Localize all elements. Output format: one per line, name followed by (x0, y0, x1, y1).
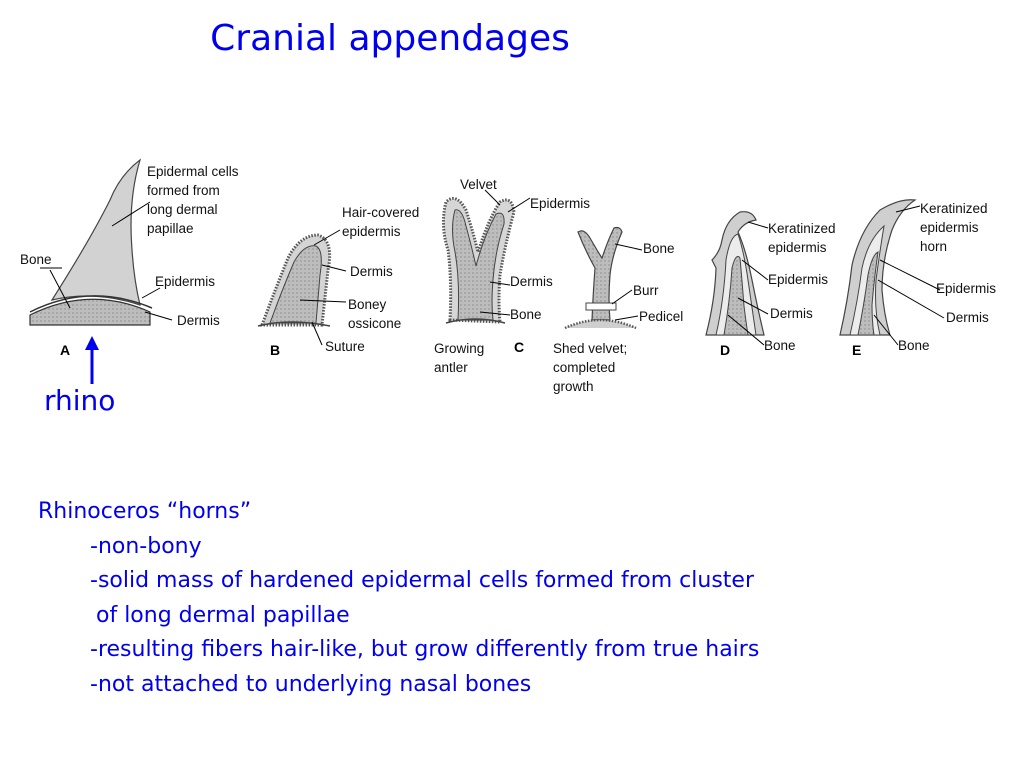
label-c-velvet: Velvet (460, 177, 497, 192)
label-b-dermis: Dermis (350, 264, 393, 279)
label-a-bone: Bone (20, 252, 52, 267)
label-c-dermis: Dermis (510, 274, 553, 289)
panel-b-drawing (257, 229, 347, 346)
label-c-epidermis: Epidermis (530, 196, 590, 211)
label-c2-bone: Bone (643, 241, 675, 256)
label-c-growing: Growing (434, 341, 484, 356)
cranial-appendages-diagram: Bone Epidermal cells formed from long de… (0, 140, 1024, 420)
label-b-suture: Suture (325, 339, 365, 354)
panel-c-drawing (441, 189, 531, 324)
rhino-label: rhino (44, 384, 116, 417)
label-c2-growth: growth (553, 379, 594, 394)
panel-e-drawing (839, 199, 945, 346)
label-b-boney: Boney (348, 297, 387, 312)
label-e-keratinized-2: epidermis (920, 220, 979, 235)
label-e-epidermis: Epidermis (936, 281, 996, 296)
diagram-svg: Bone Epidermal cells formed from long de… (20, 158, 996, 394)
bullet-not-attached: -not attached to underlying nasal bones (90, 671, 532, 697)
label-a-epidermal-1: Epidermal cells (147, 164, 239, 179)
bullet-non-bony: -non-bony (90, 533, 202, 559)
label-b-hair-2: epidermis (342, 224, 401, 239)
label-e-keratinized-1: Keratinized (920, 201, 988, 216)
bullet-fibers: -resulting fibers hair-like, but grow di… (90, 637, 760, 662)
label-c2-burr: Burr (633, 283, 659, 298)
label-e-dermis: Dermis (946, 310, 989, 325)
panel-d-drawing (705, 211, 769, 346)
label-a-dermis: Dermis (177, 313, 220, 328)
label-e-keratinized-3: horn (920, 239, 947, 254)
label-c2-pedicel: Pedicel (639, 309, 683, 324)
label-d-bone: Bone (764, 338, 796, 353)
label-d-epidermis: Epidermis (768, 272, 828, 287)
label-c2-completed: completed (553, 360, 615, 375)
label-e-bone: Bone (898, 338, 930, 353)
label-c-antler: antler (434, 360, 468, 375)
label-a-epidermal-3: long dermal (147, 202, 218, 217)
panel-label-b: B (270, 342, 280, 358)
notes-heading: Rhinoceros “horns” (38, 499, 252, 524)
label-a-epidermis: Epidermis (155, 274, 215, 289)
label-d-keratinized-2: epidermis (768, 240, 827, 255)
label-d-keratinized-1: Keratinized (768, 221, 836, 236)
label-a-epidermal-4: papillae (147, 221, 194, 236)
panel-label-e: E (852, 342, 861, 358)
panel-label-c: C (514, 339, 524, 355)
panel-label-d: D (720, 342, 730, 358)
label-c-bone: Bone (510, 307, 542, 322)
label-d-dermis: Dermis (770, 306, 813, 321)
rhino-arrow (85, 336, 99, 384)
bullet-solid-mass-cont: of long dermal papillae (96, 602, 350, 628)
label-c2-shed: Shed velvet; (553, 341, 627, 356)
label-b-hair-1: Hair-covered (342, 205, 419, 220)
label-b-ossicone: ossicone (348, 316, 401, 331)
panel-a-drawing (29, 158, 173, 326)
panel-c2-drawing (564, 226, 643, 330)
notes-block: Rhinoceros “horns” -non-bony -solid mass… (38, 495, 998, 702)
label-a-epidermal-2: formed from (147, 183, 220, 198)
bullet-solid-mass: -solid mass of hardened epidermal cells … (90, 568, 754, 593)
panel-label-a: A (60, 342, 70, 358)
slide-title: Cranial appendages (210, 18, 570, 59)
